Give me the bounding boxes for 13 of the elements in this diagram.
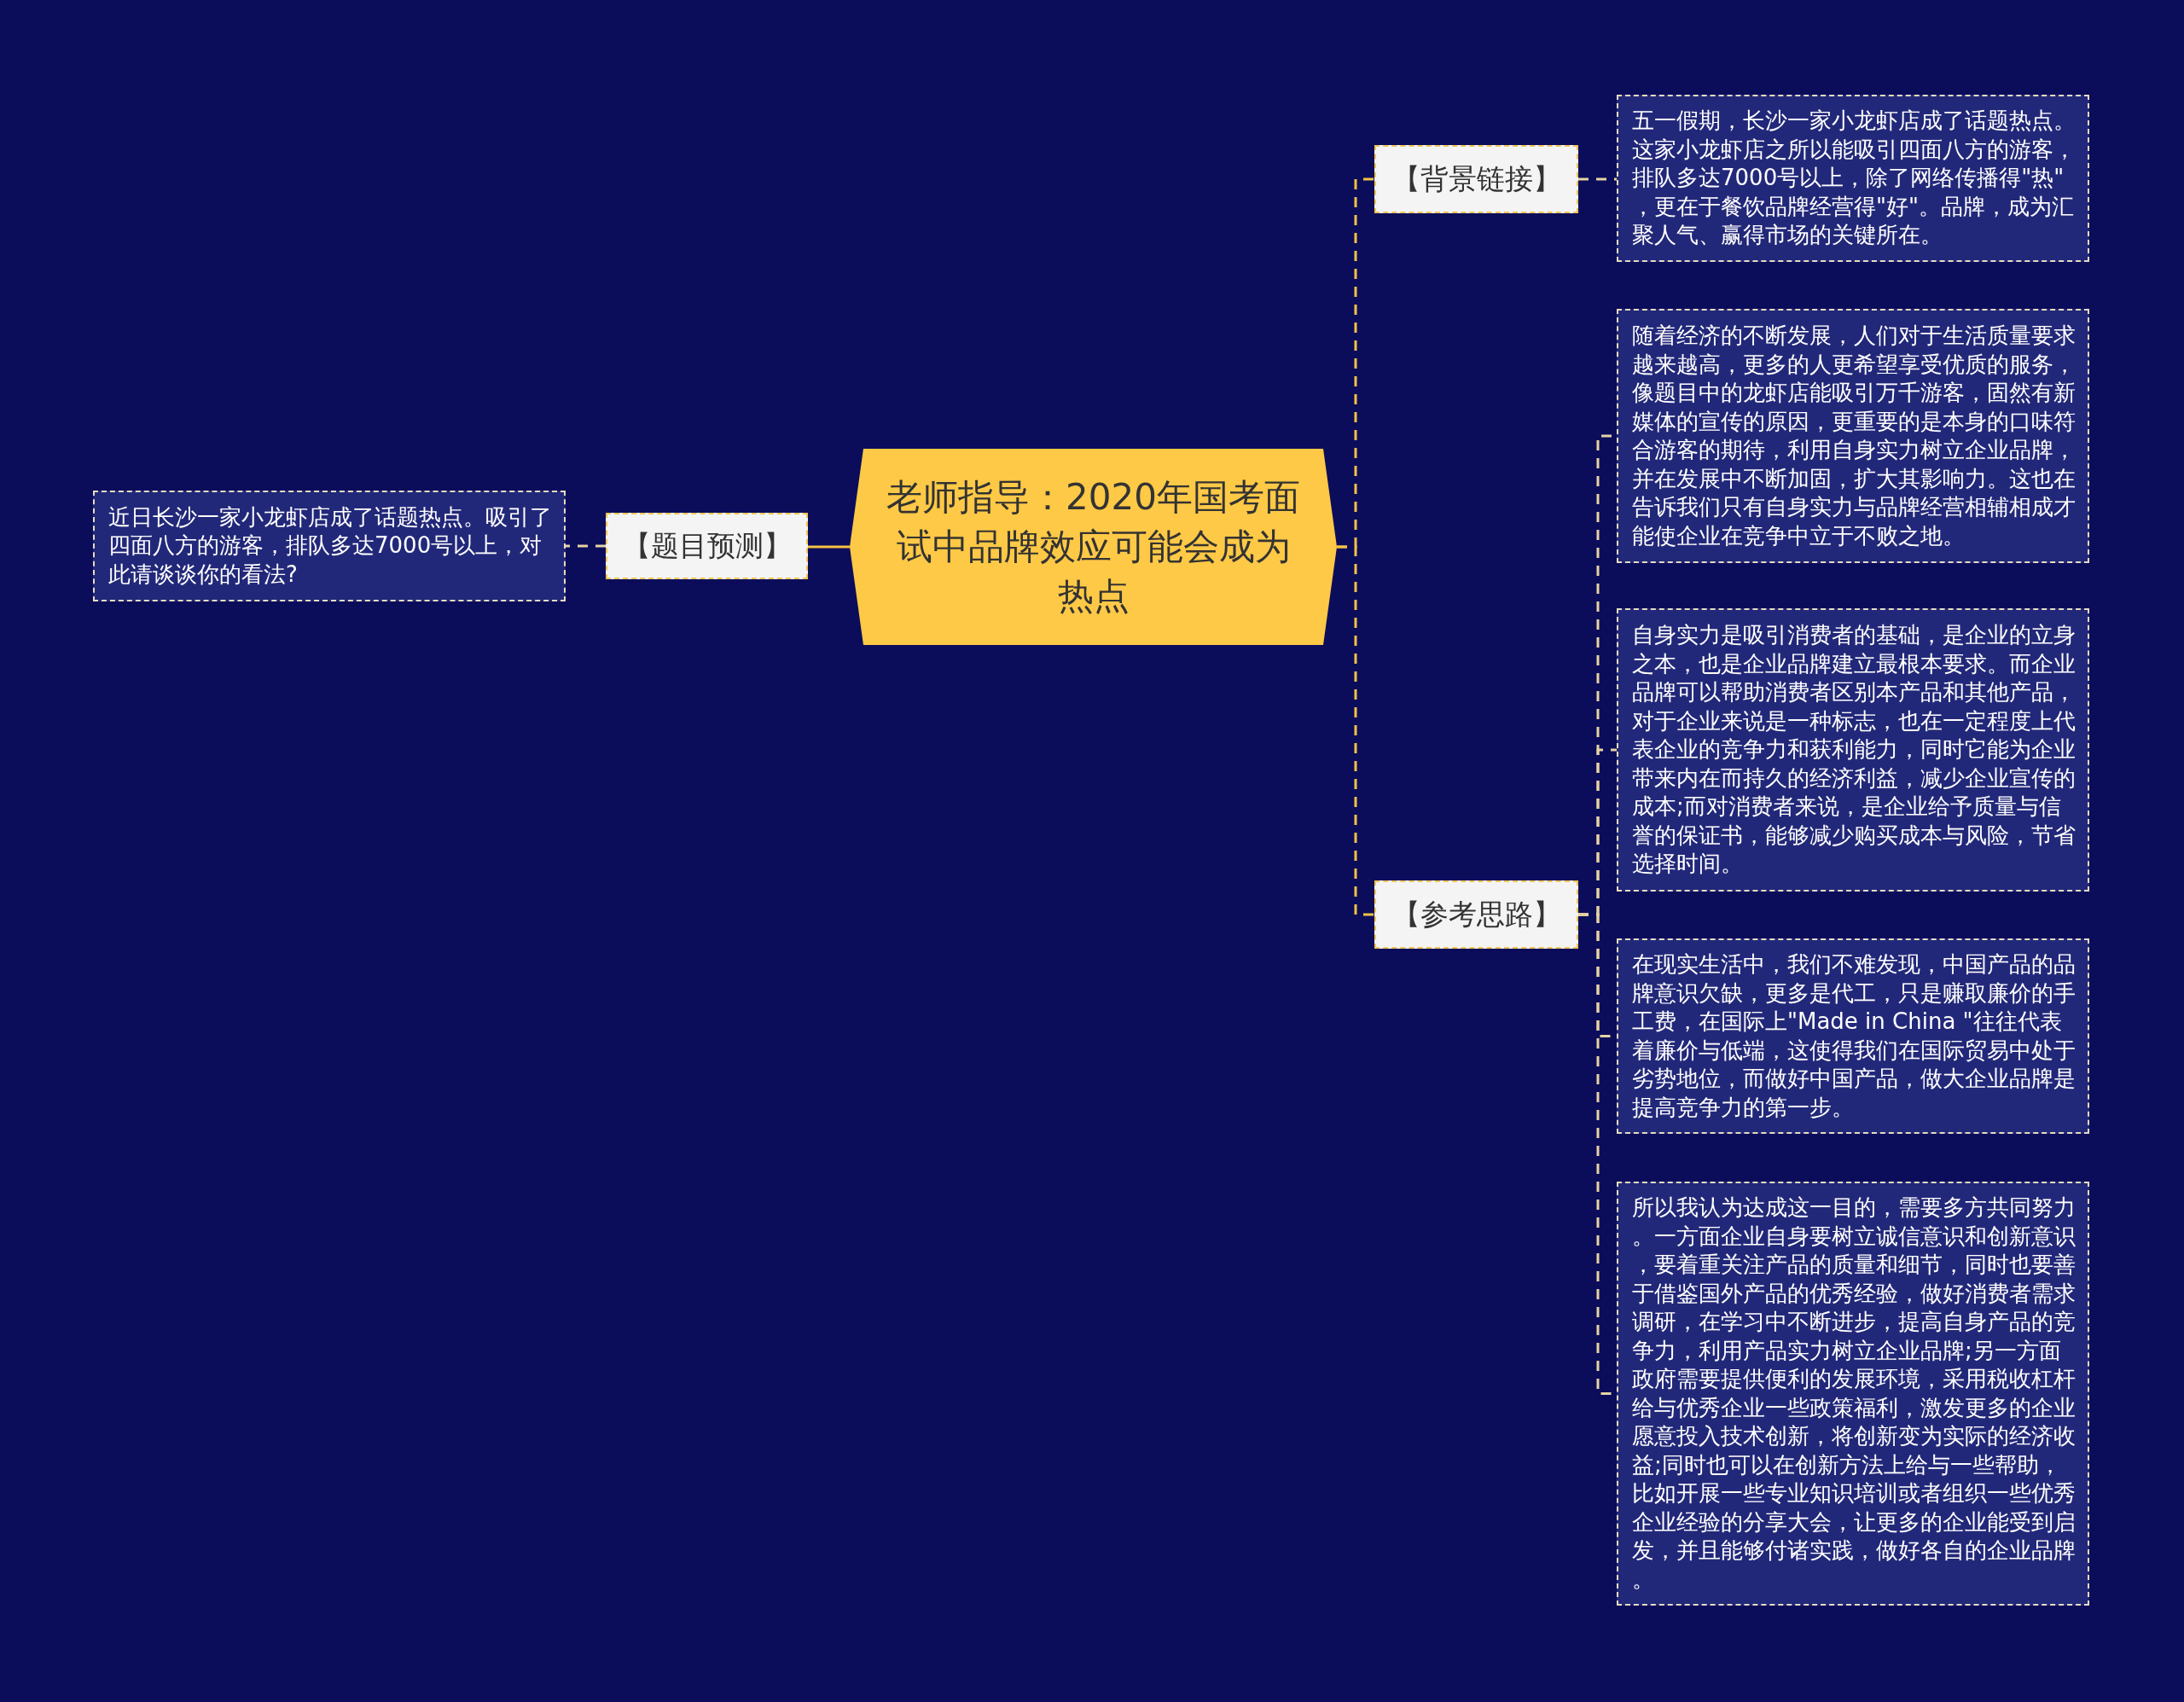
connector-line xyxy=(566,544,606,548)
label-box: 【参考思路】 xyxy=(1374,880,1578,949)
text-card: 在现实生活中，我们不难发现，中国产品的品牌意识欠缺，更多是代工，只是赚取廉价的手工费，在国际上"Made in China "往往代表着廉价与低端，这使得我们在国际贸易中处于劣势地位，而做好中国产品，做大企业品牌是提高竞争力的第一步。 xyxy=(1617,938,2089,1134)
connector-line xyxy=(1337,545,1374,916)
text-card: 所以我认为达成这一目的，需要多方共同努力。一方面企业自身要树立诚信意识和创新意识，要着重关注产品的质量和细节，同时也要善于借鉴国外产品的优秀经验，做好消费者需求调研，在学习中不断进步，提高自身产品的竞争力，利用产品实力树立企业品牌;另一方面政府需要提供便利的发展环境，采用税收杠杆给与优秀企业一些政策福利，激发更多的企业愿意投入技术创新，将创新变为实际的经济收益;同时也可以在创新方法上给与一些帮助，比如开展一些专业知识培训或者组织一些优秀企业经验的分享大会，让更多的企业能受到启发，并且能够付诸实践，做好各自的企业品牌。 xyxy=(1617,1182,2089,1606)
text-card: 随着经济的不断发展，人们对于生活质量要求越来越高，更多的人更希望享受优质的服务，像题目中的龙虾店能吸引万千游客，固然有新媒体的宣传的原因，更重要的是本身的口味符合游客的期待，利用自身实力树立企业品牌，并在发展中不断加固，扩大其影响力。这也在告诉我们只有自身实力与品牌经营相辅相成才能使企业在竞争中立于不败之地。 xyxy=(1617,309,2089,563)
connector-line xyxy=(1578,177,1617,181)
text-card: 自身实力是吸引消费者的基础，是企业的立身之本，也是企业品牌建立最根本要求。而企业品牌可以帮助消费者区别本产品和其他产品，对于企业来说是一种标志，也在一定程度上代表企业的竞争力和获利能力，同时它能为企业带来内在而持久的经济利益，减少企业宣传的成本;而对消费者来说，是企业给予质量与信誉的保证书，能够减少购买成本与风险，节省选择时间。 xyxy=(1617,608,2089,892)
connector-line xyxy=(808,545,850,549)
text-card: 五一假期，长沙一家小龙虾店成了话题热点。这家小龙虾店之所以能吸引四面八方的游客，排队多达7000号以上，除了网络传播得"热"，更在于餐饮品牌经营得"好"。品牌，成为汇聚人气、赢得市场的关键所在。 xyxy=(1617,95,2089,262)
label-box: 【题目预测】 xyxy=(606,513,808,579)
label-box: 【背景链接】 xyxy=(1374,145,1578,213)
text-card: 近日长沙一家小龙虾店成了话题热点。吸引了四面八方的游客，排队多达7000号以上，对此请谈谈你的看法? xyxy=(93,491,566,601)
